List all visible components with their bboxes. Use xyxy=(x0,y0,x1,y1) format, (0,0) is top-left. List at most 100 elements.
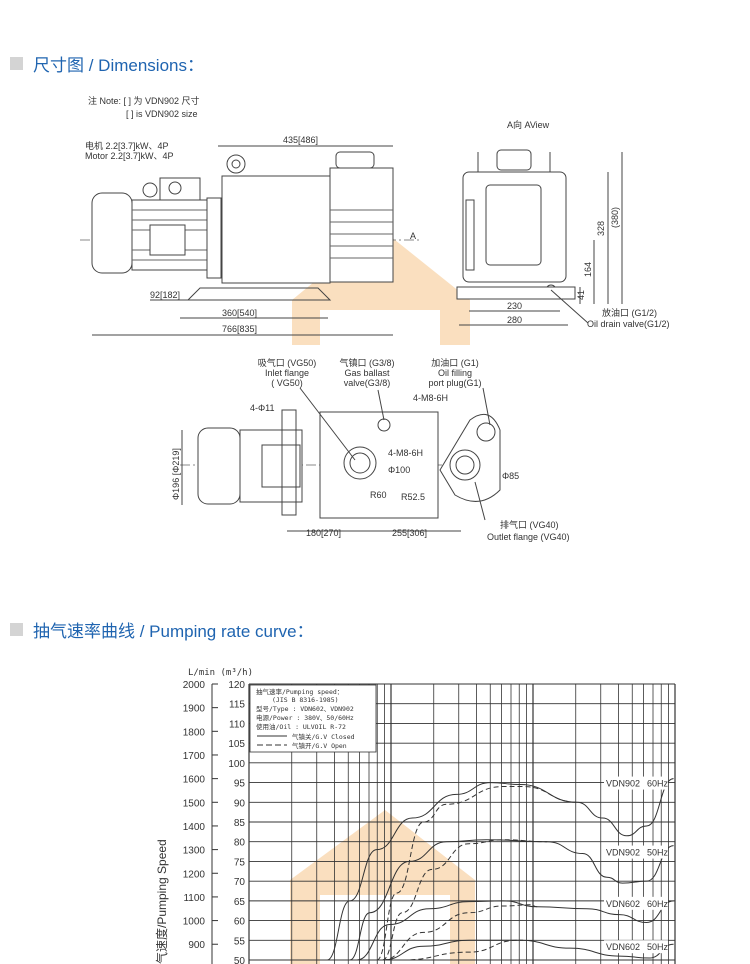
curve-vdn902-60hz xyxy=(326,778,674,961)
ballast-label-size: valve(G3/8) xyxy=(344,378,391,388)
y-tick-lmin: 1600 xyxy=(183,775,206,786)
y-tick-m3h: 95 xyxy=(234,779,246,790)
aview-title: A向 AView xyxy=(507,119,550,130)
series-label-bg xyxy=(604,776,668,790)
y-tick-m3h: 100 xyxy=(228,759,245,770)
series-label-model: VDN902 xyxy=(606,779,640,789)
legend-line-4: 使用油/Oil : ULVOIL R-72 xyxy=(256,722,346,731)
curve-heading: 抽气速率曲线 / Pumping rate curve： xyxy=(10,617,314,642)
series-label-model: VDN902 xyxy=(606,848,640,858)
y-tick-m3h: 60 xyxy=(234,917,246,928)
series-label-model: VDN602 xyxy=(606,899,640,909)
dim-435: 435[486] xyxy=(283,135,318,145)
y-tick-m3h: 90 xyxy=(234,798,246,809)
series-label-freq: 50Hz xyxy=(647,848,669,858)
y-tick-m3h: 70 xyxy=(234,877,246,888)
dim-328: 328 xyxy=(596,221,606,236)
side-view: 注 Note: [ ] 为 VDN902 尺寸 [ ] is VDN902 si… xyxy=(80,95,420,336)
m8-top-label: 4-M8-6H xyxy=(413,393,448,403)
y-tick-m3h: 50 xyxy=(234,956,246,964)
dim-164: 164 xyxy=(583,262,593,277)
phi85-label: Φ85 xyxy=(502,471,519,481)
curve-vdn902-60hz-g-v-open xyxy=(376,786,578,961)
series-label-bg xyxy=(604,896,668,910)
top-view: 吸气口 (VG50) Inlet flange ( VG50) 气镇口 (G3/… xyxy=(171,357,570,542)
y-tick-m3h: 85 xyxy=(234,818,246,829)
legend-line-0: 抽气速率/Pumping speed： xyxy=(256,687,343,696)
dim-766: 766[835] xyxy=(222,324,257,334)
y-tick-lmin: 900 xyxy=(188,940,205,951)
y-tick-m3h: 75 xyxy=(234,857,246,868)
y-tick-lmin: 1200 xyxy=(183,869,206,880)
phi11-label: 4-Φ11 xyxy=(250,403,275,413)
legend-closed: 气镇关/G.V Closed xyxy=(292,732,355,741)
dim-280: 280 xyxy=(507,315,522,325)
curve-vdn902-50hz xyxy=(349,839,674,961)
curve-vdn902-50hz-g-v-open xyxy=(382,839,548,961)
curve-vdn602-50hz xyxy=(382,939,674,961)
outlet-label-cn: 排气口 (VG40) xyxy=(500,519,559,530)
dim-255: 255[306] xyxy=(392,528,427,538)
chart-y-axes: 1201151101051009590858075706560555020001… xyxy=(183,680,246,964)
drain-label-cn: 放油口 (G1/2) xyxy=(602,307,657,318)
y-tick-m3h: 65 xyxy=(234,897,246,908)
a-view: A向 AView 230 280 328 (380) 164 41 放油口 (G… xyxy=(456,119,670,329)
series-label-freq: 50Hz xyxy=(647,942,669,952)
y-units-label: L/min (m³/h) xyxy=(188,668,253,678)
y-tick-lmin: 1700 xyxy=(183,751,206,762)
y-tick-lmin: 1000 xyxy=(183,917,206,928)
y-axis-title: 气速度/Pumping Speed xyxy=(154,839,169,964)
curve-vdn602-60hz xyxy=(356,900,674,961)
series-label-bg xyxy=(604,845,668,859)
oilfill-label-cn: 加油口 (G1) xyxy=(431,357,479,368)
phi100-label: Φ100 xyxy=(388,465,410,475)
heading-square-icon xyxy=(10,57,23,70)
ballast-label-en: Gas ballast xyxy=(344,368,390,378)
dim-92: 92[182] xyxy=(150,290,180,300)
ballast-label-cn: 气镇口 (G3/8) xyxy=(339,357,394,368)
legend-line-3: 电源/Power : 380V、50/60Hz xyxy=(256,713,354,722)
curve-vdn602-50hz-g-v-open xyxy=(402,939,524,961)
legend-open: 气镇开/G.V Open xyxy=(292,741,347,750)
series-label-freq: 60Hz xyxy=(647,899,669,909)
chart-watermark xyxy=(290,810,475,964)
y-tick-lmin: 1800 xyxy=(183,727,206,738)
inlet-label-size: ( VG50) xyxy=(271,378,303,388)
note-line1: 注 Note: [ ] 为 VDN902 尺寸 xyxy=(88,95,200,106)
series-label-bg xyxy=(604,940,668,954)
r60-label: R60 xyxy=(370,490,387,500)
dim-380: (380) xyxy=(610,207,620,228)
note-line2: [ ] is VDN902 size xyxy=(126,109,198,119)
chart-grid xyxy=(248,683,676,964)
heading-square-icon xyxy=(10,623,23,636)
series-label-model: VDN602 xyxy=(606,942,640,952)
y-tick-m3h: 80 xyxy=(234,838,246,849)
r52-label: R52.5 xyxy=(401,492,425,502)
inlet-label-en: Inlet flange xyxy=(265,368,309,378)
curve-vdn602-60hz-g-v-open xyxy=(382,904,538,961)
watermark-logo xyxy=(292,228,470,345)
m8-mid-label: 4-M8-6H xyxy=(388,448,423,458)
legend-line-2: 型号/Type : VDN602、VDN902 xyxy=(256,704,354,713)
chart-curves xyxy=(326,778,674,961)
dimensions-heading: 尺寸图 / Dimensions： xyxy=(10,51,204,76)
dimensions-title: 尺寸图 / Dimensions： xyxy=(33,56,204,75)
legend-line-1: (JIS B 8316-1985) xyxy=(272,696,339,704)
y-tick-lmin: 1100 xyxy=(183,893,205,904)
dim-230: 230 xyxy=(507,301,522,311)
dim-180: 180[270] xyxy=(306,528,341,538)
drain-label-en: Oil drain valve(G1/2) xyxy=(587,319,670,329)
dim-41: 41 xyxy=(576,290,586,300)
motor-label-en: Motor 2.2[3.7]kW、4P xyxy=(85,151,174,161)
view-arrow-a: A xyxy=(410,231,416,241)
outlet-label-en: Outlet flange (VG40) xyxy=(487,532,570,542)
inlet-label-cn: 吸气口 (VG50) xyxy=(258,357,317,368)
y-tick-m3h: 55 xyxy=(234,936,246,947)
dim-360: 360[540] xyxy=(222,308,257,318)
y-tick-m3h: 120 xyxy=(228,680,245,691)
y-tick-m3h: 110 xyxy=(229,719,245,730)
y-tick-lmin: 1500 xyxy=(183,798,206,809)
motor-label-cn: 电机 2.2[3.7]kW、4P xyxy=(85,140,169,151)
